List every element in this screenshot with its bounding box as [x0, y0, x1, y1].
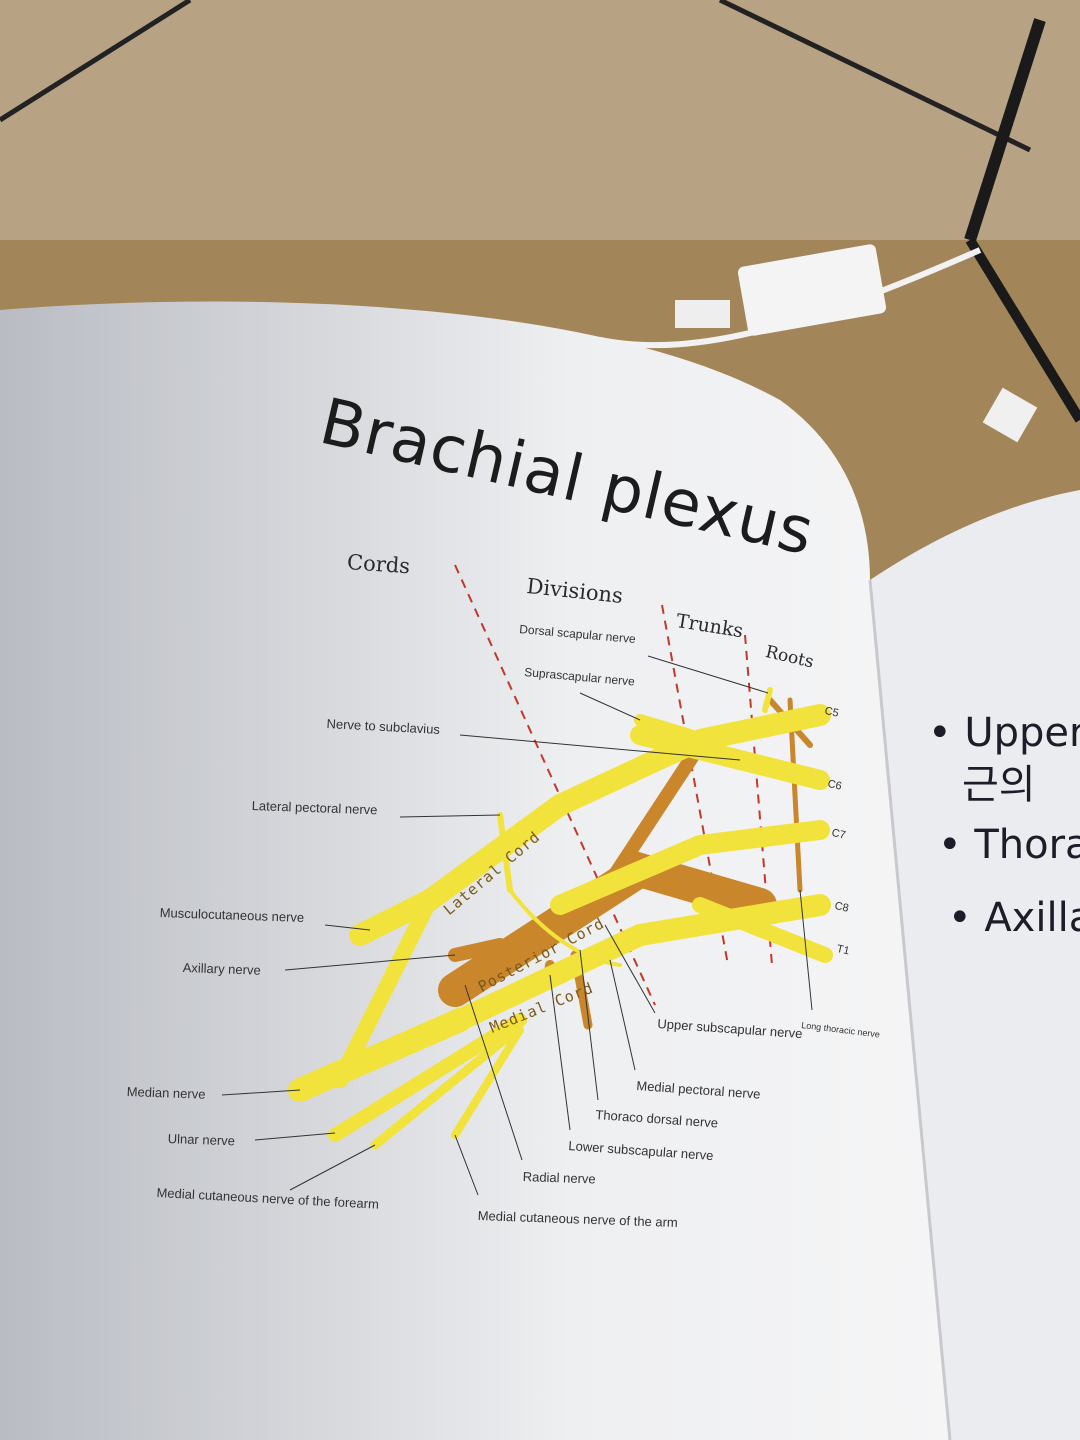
- right-bullet-1-continuation: 근의: [962, 762, 1036, 808]
- root-c6: C6: [826, 778, 843, 793]
- right-bullet-3: • Axilla: [948, 895, 1080, 941]
- right-bullet-2: • Thora: [938, 822, 1080, 868]
- label-axillary: Axillary nerve: [182, 960, 261, 978]
- right-bullet-1: • Upper: [928, 710, 1080, 756]
- label-median: Median nerve: [126, 1084, 206, 1102]
- right-bullet-1-text: Upper: [964, 710, 1080, 756]
- label-ulnar: Ulnar nerve: [167, 1131, 236, 1149]
- leader-lines: [221, 655, 813, 1196]
- right-bullet-3-text: Axilla: [984, 895, 1080, 941]
- right-bullet-2-text: Thora: [974, 822, 1080, 868]
- root-t1: T1: [835, 943, 851, 958]
- label-radial: Radial nerve: [522, 1169, 596, 1187]
- nerve-network: [288, 687, 833, 1150]
- root-c7: C7: [830, 827, 847, 842]
- root-c5: C5: [823, 705, 840, 720]
- root-c8: C8: [833, 900, 850, 915]
